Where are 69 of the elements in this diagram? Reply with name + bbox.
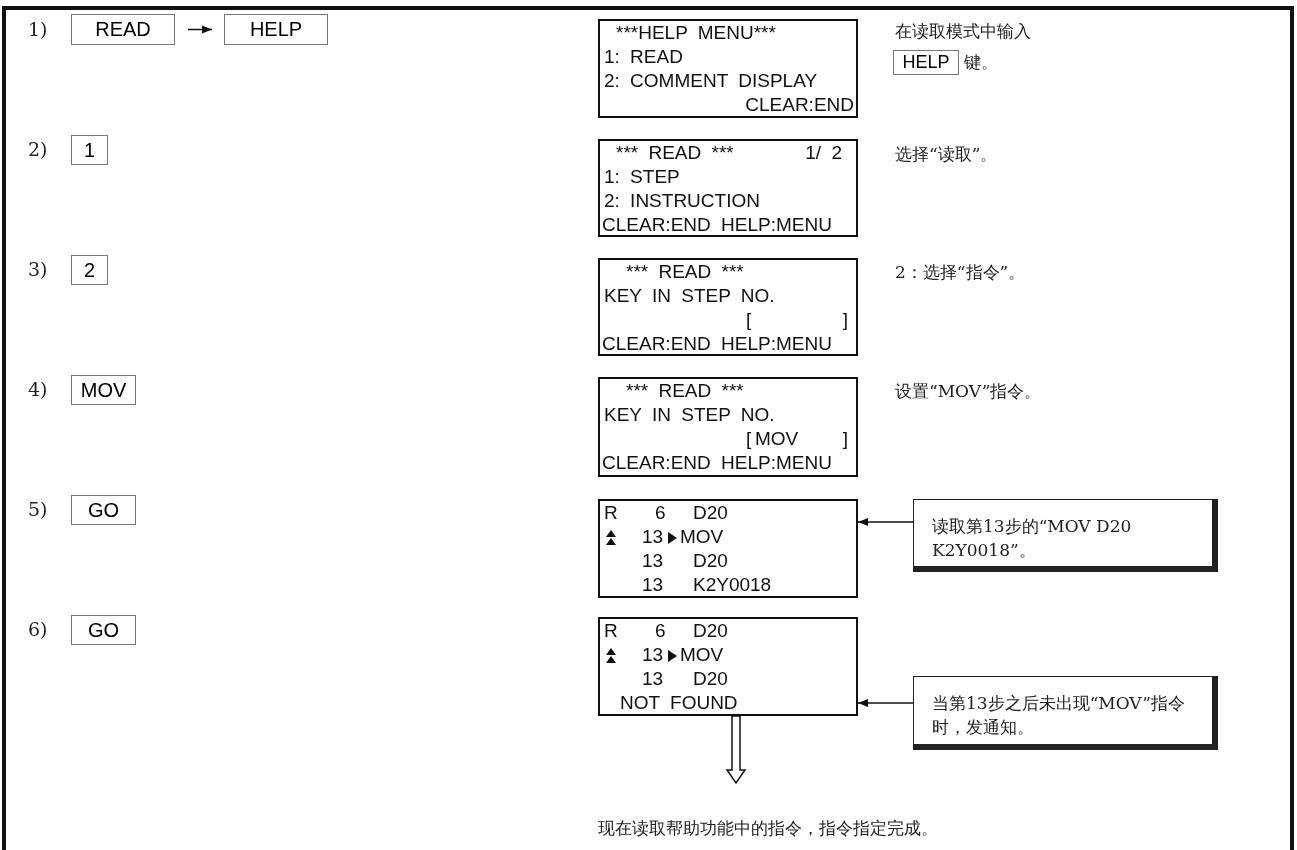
screen-text: [ <box>746 428 752 450</box>
screen-text: R <box>604 502 618 524</box>
step-number: 2) <box>28 138 48 160</box>
screen-text: ***HELP MENU*** <box>616 22 776 44</box>
screen-text: ] <box>842 428 848 450</box>
screen-text: D20 <box>693 668 728 690</box>
callout-box: 读取第13步的“MOV D20 K2Y0018”。 <box>913 499 1218 572</box>
step-number: 1) <box>28 18 48 40</box>
screen-text: D20 <box>693 502 728 524</box>
screen-text: 13 <box>642 526 664 548</box>
arrow <box>857 518 914 526</box>
lcd-screen <box>598 19 858 118</box>
key: READ <box>71 14 175 45</box>
screen-text: *** READ *** <box>626 380 744 402</box>
screen-text: D20 <box>693 550 728 572</box>
screen-text: 13 <box>642 550 664 572</box>
screen-text: 13 <box>642 574 664 596</box>
screen-text: 13 <box>642 668 664 690</box>
screen-text: KEY IN STEP NO. <box>604 404 775 426</box>
screen-text: 2: INSTRUCTION <box>604 190 760 212</box>
step-number: 5) <box>28 498 48 520</box>
note-text: 现在读取帮助功能中的指令，指令指定完成。 <box>598 817 938 840</box>
lcd-screen <box>598 499 858 598</box>
key: GO <box>71 495 136 525</box>
screen-text: *** READ *** <box>616 142 734 164</box>
screen-text: CLEAR:END HELP:MENU <box>602 214 832 236</box>
screen-text: K2Y0018 <box>693 574 772 596</box>
note-text: 选择“读取”。 <box>895 143 998 166</box>
key: GO <box>71 615 136 645</box>
step-number: 3) <box>28 258 48 280</box>
step-number: 6) <box>28 618 48 640</box>
arrow <box>857 699 914 707</box>
key: 1 <box>71 135 108 165</box>
note-text: 设置“MOV”指令。 <box>895 380 1042 403</box>
screen-text: *** READ *** <box>626 261 744 283</box>
key: HELP <box>224 14 328 45</box>
lcd-screen <box>598 258 858 356</box>
screen-text: 6 <box>655 502 666 524</box>
lcd-screen <box>598 139 858 237</box>
key: HELP <box>893 50 959 75</box>
screen-text: CLEAR:END HELP:MENU <box>602 452 832 474</box>
callout-box: 当第13步之后未出现“MOV”指令时，发通知。 <box>913 676 1218 750</box>
screen-text: 1: READ <box>604 46 683 68</box>
screen-text: MOV <box>755 428 799 450</box>
key: MOV <box>71 375 136 405</box>
screen-text: 13 <box>642 644 664 666</box>
screen-text: 6 <box>655 620 666 642</box>
arrow <box>725 715 747 785</box>
note-text: 2：选择“指令”。 <box>895 261 1026 284</box>
screen-text: 1/ 2 <box>805 142 842 164</box>
screen-text: D20 <box>693 620 728 642</box>
step-number: 4) <box>28 378 48 400</box>
screen-text: CLEAR:END HELP:MENU <box>602 333 832 355</box>
screen-text: [ <box>746 309 752 331</box>
screen-text: NOT FOUND <box>620 692 738 714</box>
note-text: 在读取模式中输入 <box>895 20 1031 43</box>
screen-text: R <box>604 620 618 642</box>
screen-text: KEY IN STEP NO. <box>604 285 775 307</box>
screen-text: 1: STEP <box>604 166 680 188</box>
screen-text: ] <box>842 309 848 331</box>
screen-text: 2: COMMENT DISPLAY <box>604 70 818 92</box>
screen-text: MOV <box>680 644 724 666</box>
screen-text: CLEAR:END <box>745 94 854 116</box>
lcd-screen <box>598 377 858 477</box>
note-text: 键。 <box>964 51 998 74</box>
arrow <box>187 25 213 34</box>
lcd-screen <box>598 617 858 716</box>
screen-text: MOV <box>680 526 724 548</box>
key: 2 <box>71 255 108 285</box>
